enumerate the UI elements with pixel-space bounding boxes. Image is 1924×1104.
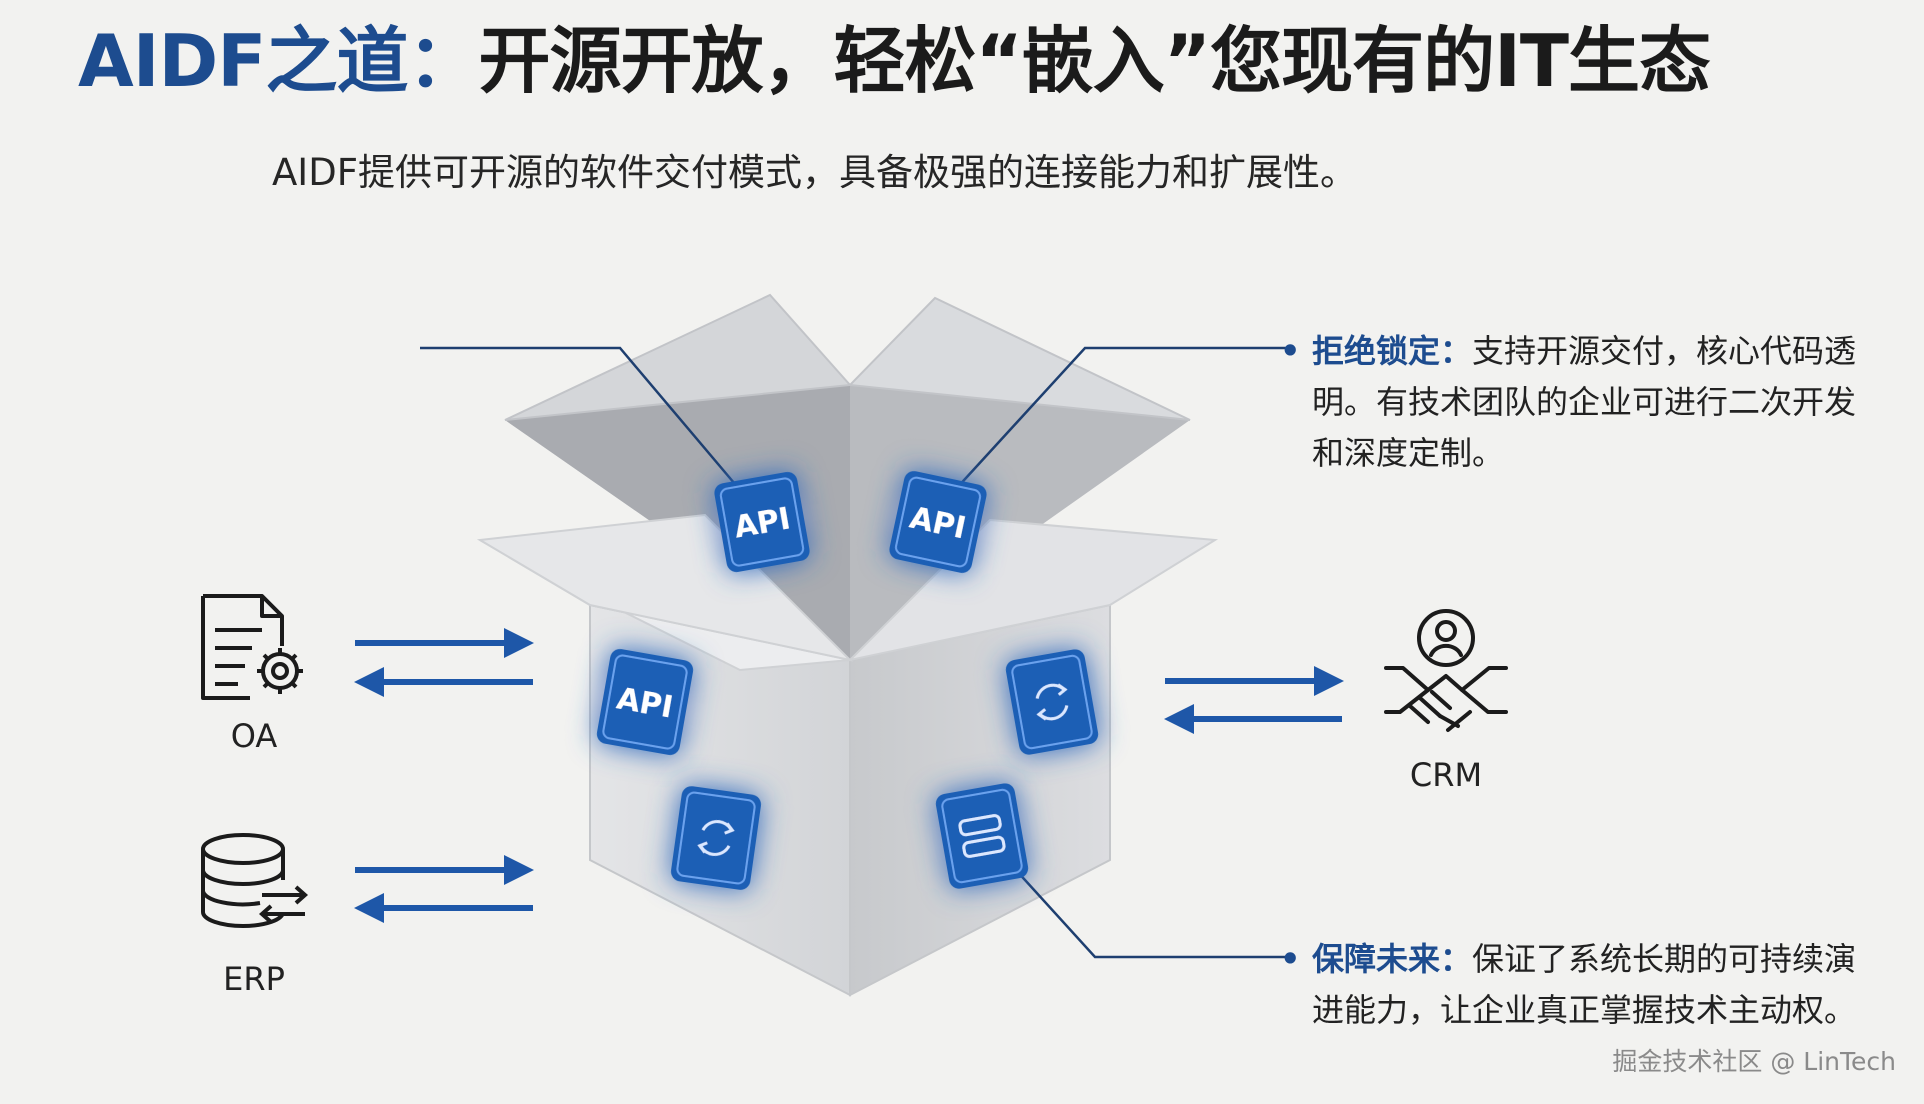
bullet-dot: •: [1280, 332, 1301, 370]
server-icon: [958, 814, 1006, 858]
server-chip: [935, 783, 1029, 889]
erp-arrows: [354, 855, 534, 923]
api-chip: API: [714, 471, 810, 573]
bullet-no-lock-in: • 拒绝锁定：支持开源交付，核心代码透明。有技术团队的企业可进行二次开发和深度定…: [1280, 326, 1872, 479]
api-chip: API: [596, 649, 694, 755]
sync-chip: [1005, 649, 1099, 755]
bullet-dot: •: [1280, 940, 1301, 978]
refresh-icon: [1035, 683, 1069, 721]
bullet-body: 支持开源交付，核心代码透明。有技术团队的企业可进行二次开发和深度定制。: [1312, 332, 1857, 472]
leader-line-top-left: [420, 346, 741, 491]
sync-chip: [671, 786, 761, 890]
open-box: [476, 293, 1219, 997]
api-chip: API: [889, 471, 987, 573]
oa-arrows: [354, 628, 534, 697]
crm-handshake-icon: [1384, 609, 1508, 732]
bullet-body: 保证了系统长期的可持续演进能力，让企业真正掌握技术主动权。: [1312, 940, 1857, 1029]
crm-arrows: [1164, 666, 1344, 734]
erp-label: ERP: [223, 960, 285, 998]
bullet-future-proof: • 保障未来：保证了系统长期的可持续演进能力，让企业真正掌握技术主动权。: [1280, 934, 1872, 1036]
oa-document-gear-icon: [201, 594, 303, 700]
erp-database-icon: [201, 833, 309, 928]
bullet-head: 保障未来：: [1312, 940, 1473, 978]
refresh-icon: [697, 820, 735, 856]
leader-line-top-right: [954, 346, 1290, 491]
page-title: AIDF之道：开源开放，轻松“嵌入”您现有的IT生态: [78, 19, 1711, 103]
title-rest: 开源开放，轻松“嵌入”您现有的IT生态: [478, 19, 1711, 103]
subtitle: AIDF提供可开源的软件交付模式，具备极强的连接能力和扩展性。: [272, 151, 1357, 194]
oa-label: OA: [230, 717, 278, 755]
crm-label: CRM: [1409, 756, 1483, 794]
bullet-head: 拒绝锁定：: [1312, 332, 1473, 370]
watermark: 掘金技术社区 @ LinTech: [1612, 1047, 1896, 1076]
leader-line-bottom-right: [1004, 857, 1290, 959]
title-accent: AIDF之道：: [78, 19, 479, 103]
